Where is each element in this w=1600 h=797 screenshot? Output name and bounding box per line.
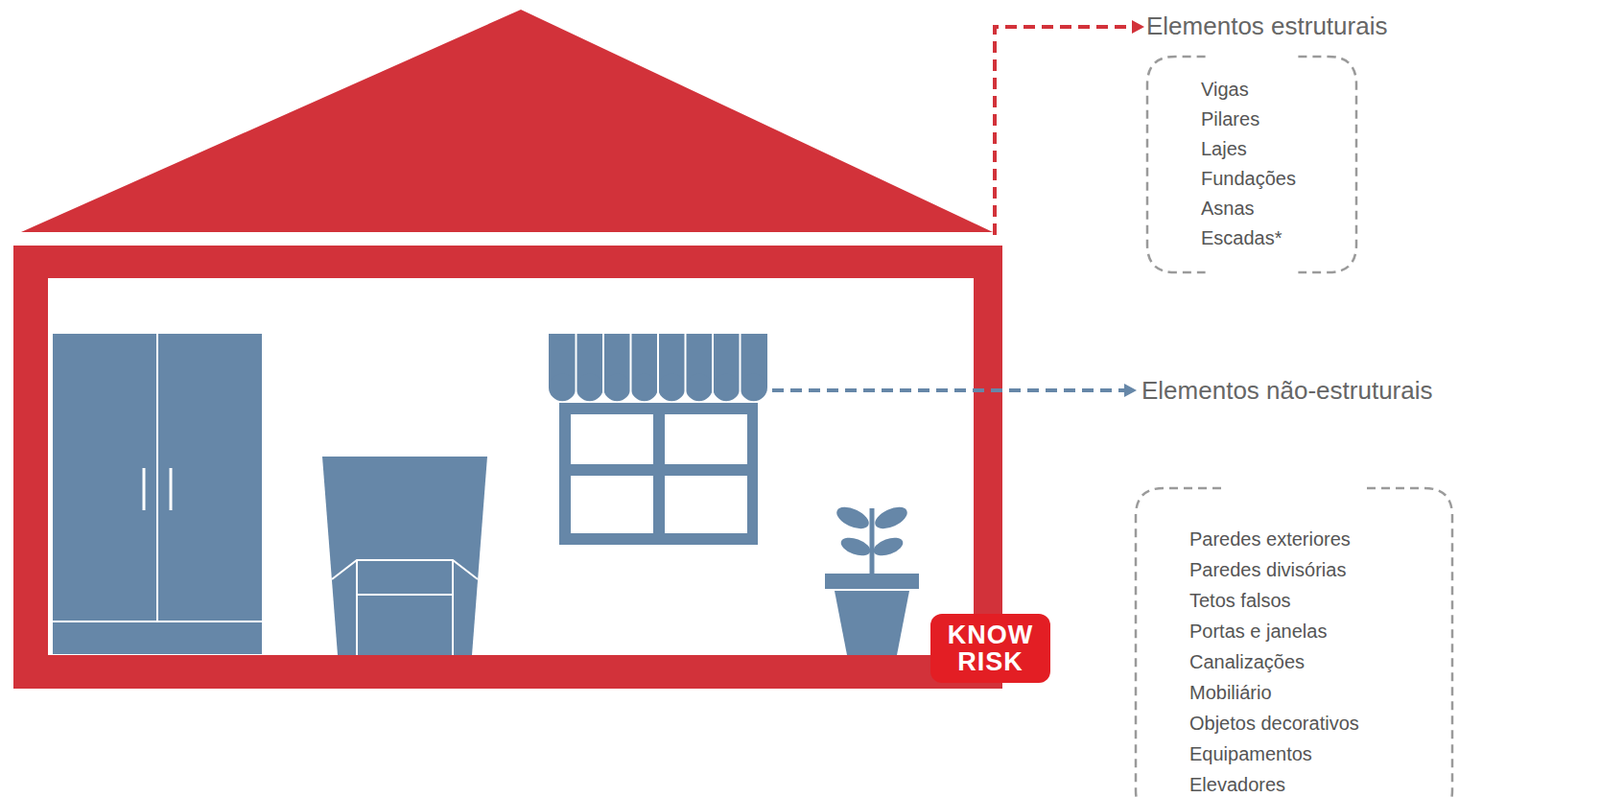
element-group: Elementos não-estruturaisParedes exterio… [1141,376,1454,797]
list-item: Objetos decorativos [1189,707,1454,739]
wardrobe [52,333,262,655]
list-item: Vigas [1200,74,1358,105]
list-item: Escadas* [1200,223,1358,254]
logo-badge: KNOWRISK [930,613,1051,683]
list-item: Lajes [1200,134,1358,165]
logo-text: RISK [957,648,1024,676]
potted-plant [824,502,919,656]
list-item: Paredes divisórias [1189,554,1454,586]
element-list: Paredes exterioresParedes divisóriasTeto… [1134,487,1454,797]
nonstructural-leader [772,388,1125,393]
element-list: VigasPilaresLajesFundaçõesAsnasEscadas* [1146,55,1358,274]
logo-text: KNOW [947,621,1034,649]
roof [21,9,993,233]
bracket-line [1297,56,1357,273]
list-item: Elevadores [1189,769,1454,797]
bracket-line [1147,56,1206,273]
bracket-line [1366,488,1453,797]
group-heading: Elementos não-estruturais [1141,376,1454,405]
element-group: Elementos estruturaisVigasPilaresLajesFu… [1146,11,1388,274]
list-item: Canalizações [1189,646,1454,678]
list-item: Paredes exteriores [1189,523,1454,555]
list-item: Pilares [1200,104,1358,135]
armchair [322,456,488,656]
structural-leader [994,26,1132,236]
list-item: Asnas [1200,193,1358,224]
list-item: Tetos falsos [1189,585,1454,616]
wall-frame [13,245,1003,689]
room-interior [47,278,974,656]
list-item: Portas e janelas [1189,615,1454,647]
list-item: Fundações [1200,164,1358,194]
list-item: Mobiliário [1189,677,1454,708]
arrow-head [1131,20,1145,34]
arrow-head [1124,383,1137,398]
list-item: Equipamentos [1189,738,1454,770]
group-heading: Elementos estruturais [1146,11,1388,41]
window [548,333,768,545]
